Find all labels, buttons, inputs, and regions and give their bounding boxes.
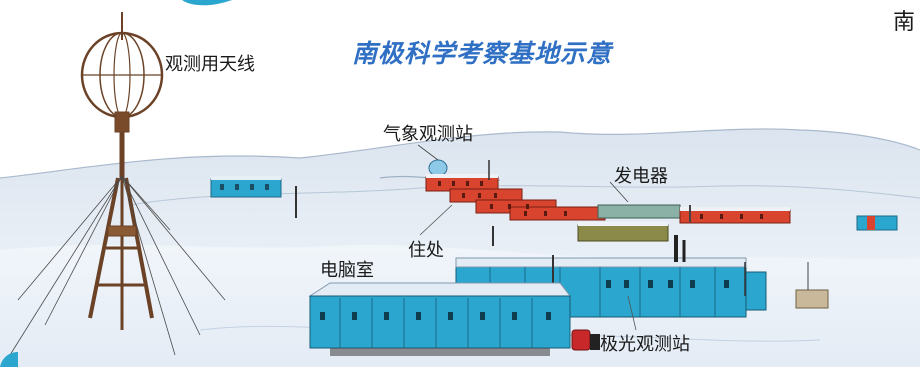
top-arc: [182, 0, 232, 6]
generator-buildings: [597, 181, 791, 224]
residence-buildings: [438, 160, 606, 246]
corner-arc: [0, 351, 18, 367]
right-hut: [856, 215, 898, 231]
label-aurora-station: 极光观测站: [600, 334, 690, 355]
diagram-title: 南极科学考察基地示意: [352, 39, 613, 68]
label-computer-room: 电脑室: [320, 260, 374, 281]
weather-station: [417, 144, 499, 192]
distant-hut: [210, 176, 297, 218]
leader-lines: [419, 204, 637, 331]
label-weather-station: 气象观测站: [383, 124, 473, 145]
corner-character: 南: [893, 10, 916, 35]
supply-box: [795, 262, 829, 309]
antenna-tower: [9, 12, 226, 356]
label-generator: 发电器: [614, 166, 668, 187]
label-residence: 住处: [408, 240, 444, 261]
label-antenna: 观测用天线: [165, 54, 255, 75]
computer-room-building: [308, 282, 600, 356]
storage-building: [577, 222, 669, 242]
